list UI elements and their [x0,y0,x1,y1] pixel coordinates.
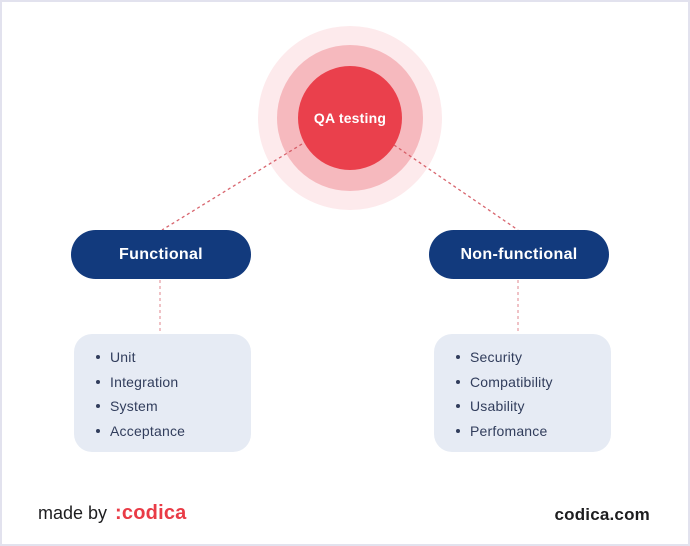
list-item: System [96,394,241,419]
list-item-label: Usability [470,398,525,414]
branch-pill-functional-label: Functional [119,246,203,264]
codica-site-text: codica.com [554,505,650,525]
list-item-label: Unit [110,349,136,365]
bullet-dot [456,355,460,359]
list-item-label: Acceptance [110,423,185,439]
list-item: Unit [96,345,241,370]
list-item-label: System [110,398,158,414]
card-functional-list: Unit Integration System Acceptance [74,334,251,452]
list-item: Security [456,345,601,370]
bullet-dot [456,429,460,433]
list-item-label: Security [470,349,522,365]
codica-logo: :codica [115,502,186,525]
branch-pill-nonfunctional-label: Non-functional [460,246,577,264]
list-item: Compatibility [456,370,601,395]
list-item-label: Integration [110,374,178,390]
bullet-dot [96,355,100,359]
bullet-dot [96,429,100,433]
bullet-dot [96,404,100,408]
list-item: Integration [96,370,241,395]
bullet-dot [96,380,100,384]
list-item-label: Perfomance [470,423,547,439]
bullet-dot [456,404,460,408]
branch-pill-functional: Functional [71,230,251,279]
card-nonfunctional-list: Security Compatibility Usability Perfoma… [434,334,611,452]
branch-pill-nonfunctional: Non-functional [429,230,609,279]
list-item: Acceptance [96,419,241,444]
made-by-label: made by [38,503,107,524]
list-item-label: Compatibility [470,374,553,390]
list-item: Usability [456,394,601,419]
root-node-qa-testing: QA testing [298,66,402,170]
bullet-dot [456,380,460,384]
footer-credit: made by :codica [38,502,186,525]
root-node-label: QA testing [314,110,386,126]
list-item: Perfomance [456,419,601,444]
